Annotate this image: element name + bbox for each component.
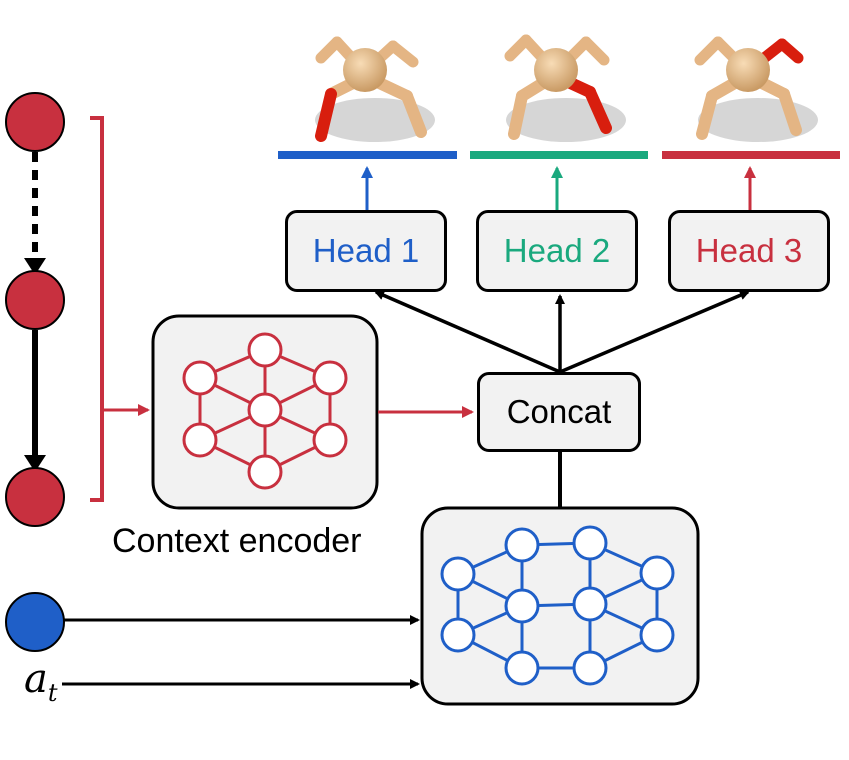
context-state-node [5,92,65,152]
head-1-label: Head 1 [312,232,420,269]
head-2-label: Head 2 [503,232,611,269]
ant-robot-icon [694,36,818,142]
action-label-base: a [24,656,48,702]
context-bracket [90,116,104,502]
context-state-node [5,270,65,330]
ant-robot-icon [504,34,626,142]
current-state-node [5,592,65,652]
head-2-box: Head 2 [476,210,638,292]
state-encoder-box [420,506,700,706]
context-state-node [5,467,65,527]
context-encoder-box [151,314,379,510]
ant-robot-icon [315,36,435,142]
graph-network-icon [182,332,348,490]
graph-network-icon [440,525,675,686]
concat-box: Concat [477,372,641,452]
action-label-subscript: t [47,679,58,707]
concat-to-heads-arrows [374,290,750,374]
action-label: at [24,656,58,707]
concat-label: Concat [506,393,612,430]
head-1-box: Head 1 [285,210,447,292]
head-3-label: Head 3 [695,232,803,269]
head-3-box: Head 3 [668,210,830,292]
context-trajectory [5,92,65,527]
context-encoder-label: Context encoder [112,522,362,560]
